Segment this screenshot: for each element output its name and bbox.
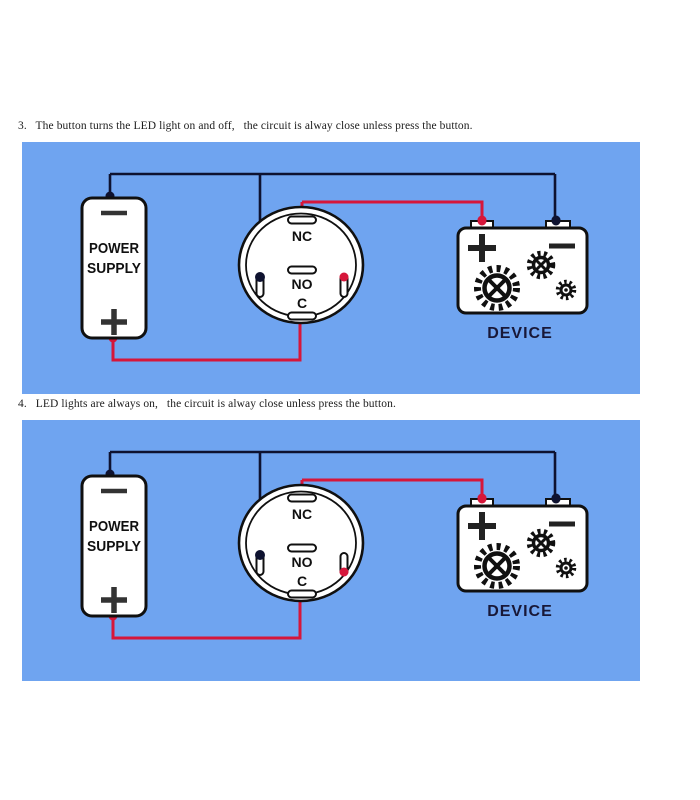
led-right-connection-dot	[339, 272, 349, 282]
device-negative-connection-dot	[551, 494, 561, 504]
device-label: DEVICE	[487, 325, 553, 342]
nc-to-device-positive-wire	[302, 200, 484, 219]
no-terminal-slot	[287, 543, 317, 553]
caption-step-4: 4. LED lights are always on, the circuit…	[18, 398, 396, 410]
led-left-connection-dot	[255, 550, 265, 560]
power-positive-to-c-wire	[111, 319, 302, 362]
led-right-connection-dot	[339, 567, 349, 577]
gear-small-icon	[555, 557, 577, 579]
wiring-diagram-button-controls-led: POWER SUPPLY NC NO C	[22, 142, 640, 394]
c-terminal-slot	[287, 311, 317, 321]
power-supply-label-line2: SUPPLY	[87, 538, 141, 555]
device-positive-connection-dot	[477, 216, 487, 226]
nc-to-device-positive-wire	[302, 478, 484, 497]
caption-step-3: 3. The button turns the LED light on and…	[18, 120, 473, 132]
device: DEVICE	[456, 494, 589, 620]
power-positive-to-c-wire	[111, 597, 302, 640]
gear-large-icon	[474, 543, 520, 589]
nc-terminal-label: NC	[292, 506, 312, 522]
power-supply-label-line2: SUPPLY	[87, 260, 141, 277]
plus-sign-icon	[468, 234, 496, 262]
power-supply: POWER SUPPLY	[80, 196, 148, 340]
device-label: DEVICE	[487, 603, 553, 620]
gear-medium-icon	[526, 528, 556, 558]
device-positive-connection-dot	[477, 494, 487, 504]
device: DEVICE	[456, 216, 589, 342]
power-supply-label-line1: POWER	[89, 240, 139, 257]
nc-terminal-slot	[287, 215, 317, 225]
push-button-switch: NC NO C	[237, 483, 365, 603]
c-terminal-label: C	[297, 573, 307, 589]
plus-sign-icon	[101, 587, 127, 613]
push-button-switch: NC NO C	[237, 205, 365, 325]
power-supply-label-line1: POWER	[89, 518, 139, 535]
power-supply: POWER SUPPLY	[80, 474, 148, 618]
nc-terminal-label: NC	[292, 228, 312, 244]
c-terminal-label: C	[297, 295, 307, 311]
plus-sign-icon	[468, 512, 496, 540]
device-box	[456, 504, 589, 593]
device-box	[456, 226, 589, 315]
power-supply-box	[80, 474, 148, 618]
gear-medium-icon	[526, 250, 556, 280]
plus-sign-icon	[101, 309, 127, 335]
nc-terminal-slot	[287, 493, 317, 503]
device-negative-connection-dot	[551, 216, 561, 226]
led-left-connection-dot	[255, 272, 265, 282]
gear-large-icon	[474, 265, 520, 311]
no-terminal-slot	[287, 265, 317, 275]
power-supply-box	[80, 196, 148, 340]
wiring-diagram-led-always-on: POWER SUPPLY NC NO C	[22, 420, 640, 681]
no-terminal-label: NO	[292, 276, 313, 292]
gear-small-icon	[555, 279, 577, 301]
no-terminal-label: NO	[292, 554, 313, 570]
c-terminal-slot	[287, 589, 317, 599]
